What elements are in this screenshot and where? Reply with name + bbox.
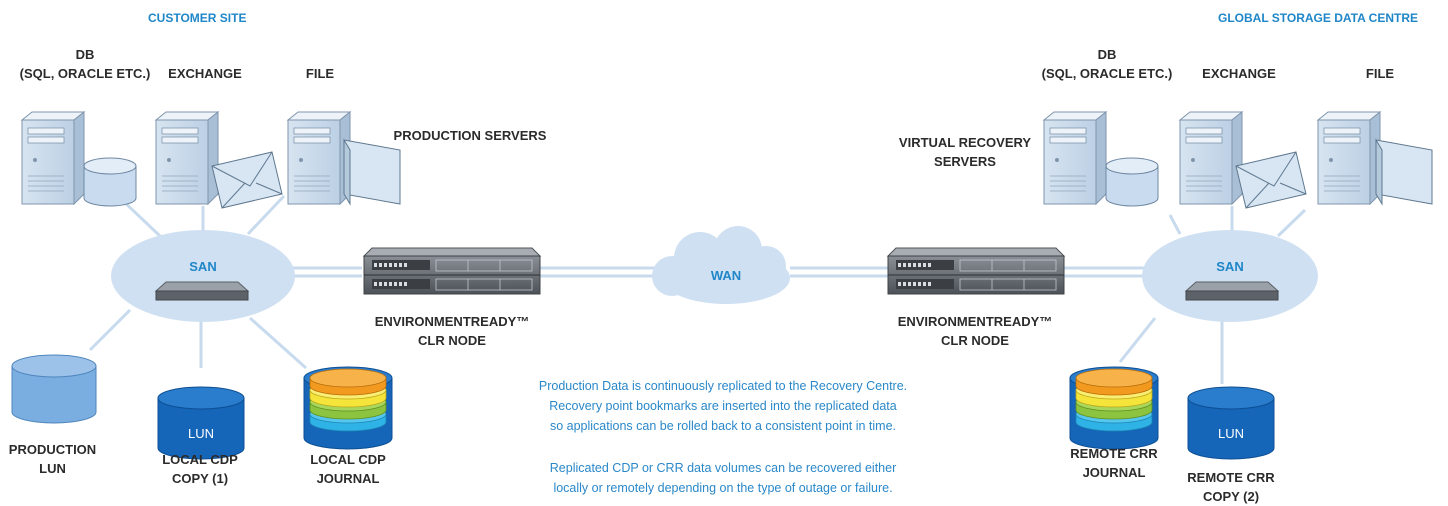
- remote-crr-journal-icon: [1069, 366, 1159, 450]
- wan-label: WAN: [710, 268, 742, 283]
- remote-crr-copy-label: REMOTE CRR COPY (2): [1187, 470, 1275, 504]
- remote-crr-copy-icon: [1187, 386, 1275, 460]
- production-lun-label: PRODUCTION LUN: [8, 442, 97, 476]
- replication-note: Production Data is continuously replicat…: [538, 379, 908, 433]
- remote-crr-journal-label: REMOTE CRR JOURNAL: [1070, 446, 1158, 480]
- right-links: [790, 206, 1307, 384]
- right-envelope-icon: [1235, 151, 1307, 209]
- datacentre-heading: GLOBAL STORAGE DATA CENTRE: [1218, 11, 1419, 25]
- remote-lun-text: LUN: [1217, 426, 1244, 441]
- right-clr-node-label: ENVIRONMENTREADY™ CLR NODE: [897, 314, 1053, 348]
- right-exchange-server-icon: [1179, 111, 1243, 205]
- left-exchange-server-icon: [155, 111, 219, 205]
- left-envelope-icon: [211, 151, 283, 209]
- left-exchange-label: EXCHANGE: [168, 66, 242, 81]
- left-san-label: SAN: [189, 259, 217, 274]
- local-cdp-journal-icon: [303, 366, 393, 450]
- right-document-icon: [1375, 139, 1433, 205]
- right-db-cylinder-icon: [1105, 157, 1159, 207]
- left-clr-node-label: ENVIRONMENTREADY™ CLR NODE: [374, 314, 530, 348]
- virtual-recovery-servers-label: VIRTUAL RECOVERY SERVERS: [898, 135, 1032, 169]
- production-servers-label: PRODUCTION SERVERS: [393, 128, 547, 143]
- left-file-label: FILE: [305, 66, 335, 81]
- right-san-label: SAN: [1216, 259, 1244, 274]
- left-db-server-icon: [21, 111, 85, 205]
- local-cdp-journal-label: LOCAL CDP JOURNAL: [310, 452, 386, 486]
- left-san-ellipse: [111, 230, 295, 322]
- right-db-server-icon: [1043, 111, 1107, 205]
- right-file-label: FILE: [1365, 66, 1395, 81]
- left-clr-node-icon: [363, 247, 541, 295]
- left-db-label: DB (SQL, ORACLE ETC.): [19, 47, 151, 81]
- local-lun-text: LUN: [187, 426, 214, 441]
- recovery-note: Replicated CDP or CRR data volumes can b…: [549, 461, 897, 495]
- left-document-icon: [343, 139, 401, 205]
- customer-site-heading: CUSTOMER SITE: [148, 11, 247, 25]
- right-exchange-label: EXCHANGE: [1202, 66, 1276, 81]
- right-db-label: DB (SQL, ORACLE ETC.): [1041, 47, 1173, 81]
- left-file-server-icon: [287, 111, 351, 205]
- right-file-server-icon: [1317, 111, 1381, 205]
- local-cdp-copy-icon: [157, 386, 245, 460]
- left-links: [88, 194, 660, 370]
- production-lun-icon: [11, 354, 97, 424]
- left-san-switch-icon: [155, 281, 249, 301]
- left-db-cylinder-icon: [83, 157, 137, 207]
- right-san-ellipse: [1142, 230, 1318, 322]
- wan-cloud-icon: [652, 226, 790, 304]
- right-san-switch-icon: [1185, 281, 1279, 301]
- right-clr-node-icon: [887, 247, 1065, 295]
- local-cdp-copy-label: LOCAL CDP COPY (1): [162, 452, 238, 486]
